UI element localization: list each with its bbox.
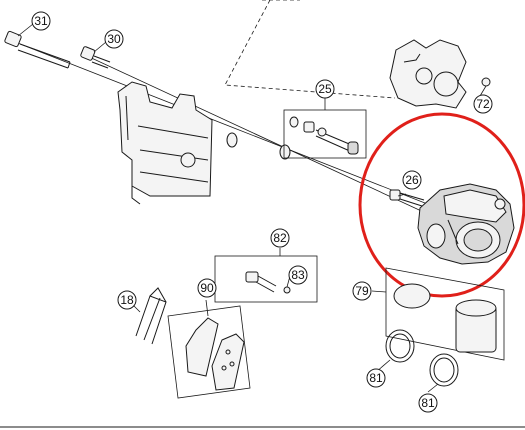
piston-kit-part-79 — [385, 267, 505, 361]
seals-part-81 — [385, 329, 459, 387]
callout-label: 18 — [120, 293, 134, 307]
callout-90: 90 — [197, 278, 217, 298]
callout-83: 83 — [288, 265, 308, 285]
callout-label: 83 — [291, 268, 305, 282]
bolt-part-26 — [389, 189, 425, 207]
highlight-ring — [358, 112, 525, 298]
axis-washers — [226, 132, 291, 160]
brake-pads-part-90 — [167, 305, 251, 399]
callout-label: 82 — [273, 231, 287, 245]
callout-label: 79 — [355, 284, 369, 298]
callout-label: 81 — [421, 396, 435, 410]
callout-label: 31 — [34, 14, 48, 28]
callout-leaders — [17, 23, 487, 393]
callout-label: 25 — [318, 82, 332, 96]
callout-18: 18 — [117, 290, 137, 310]
callout-31: 31 — [31, 11, 51, 31]
pin-kit-part-82 — [214, 255, 318, 303]
bolt-part-31 — [4, 30, 71, 69]
guide-pin-kit-part-25 — [283, 109, 367, 159]
caliper-part-72 — [389, 39, 491, 109]
callout-81-lower: 81 — [418, 393, 438, 413]
callout-72: 72 — [473, 94, 493, 114]
callout-label: 30 — [107, 32, 121, 46]
callout-label: 26 — [405, 173, 419, 187]
bolt-part-30 — [80, 46, 111, 69]
callout-label: 90 — [200, 281, 214, 295]
callout-82: 82 — [270, 228, 290, 248]
spring-clip-part-18 — [135, 287, 167, 345]
callout-25: 25 — [315, 79, 335, 99]
callout-26: 26 — [402, 170, 422, 190]
caliper-bracket — [117, 81, 213, 205]
alignment-lines — [9, 0, 431, 216]
callout-label: 81 — [369, 371, 383, 385]
callout-30: 30 — [104, 29, 124, 49]
callout-label: 72 — [476, 97, 490, 111]
main-brake-caliper — [417, 183, 515, 265]
callout-81-upper: 81 — [366, 368, 386, 388]
callout-79: 79 — [352, 281, 372, 301]
